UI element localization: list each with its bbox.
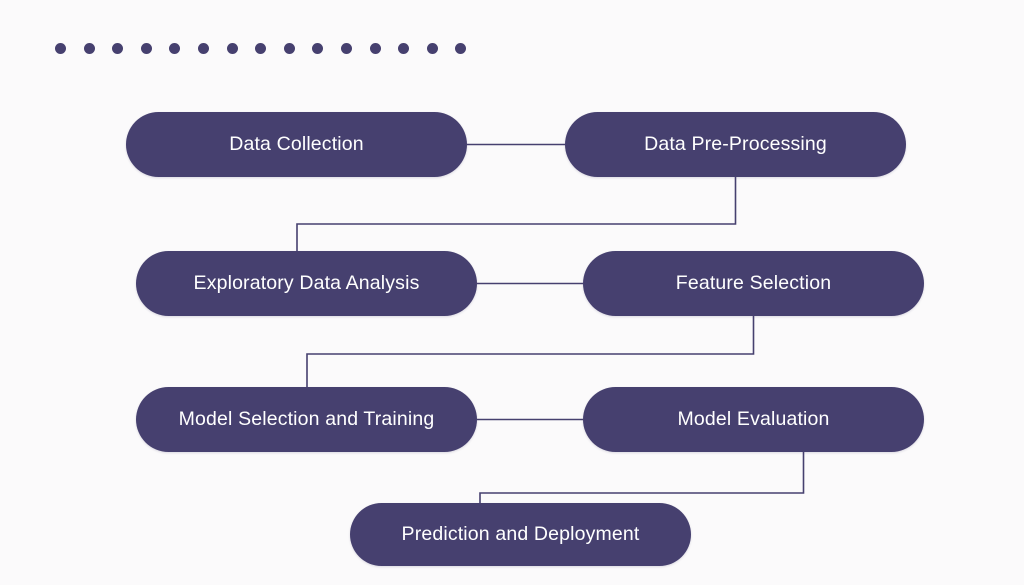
edge-data-preprocessing-to-eda: [296, 177, 737, 251]
decorative-dot: [55, 43, 66, 54]
node-label: Model Selection and Training: [178, 407, 435, 430]
decorative-dot: [369, 43, 381, 54]
node-label: Data Pre-Processing: [644, 132, 827, 155]
node-model-evaluation[interactable]: Model Evaluation: [583, 387, 924, 452]
decorative-dot: [340, 43, 352, 54]
edge-model-evaluation-to-prediction-deployment: [479, 452, 805, 503]
decorative-dot: [169, 43, 181, 54]
node-label: Model Evaluation: [677, 407, 830, 430]
node-data-preprocessing[interactable]: Data Pre-Processing: [565, 112, 906, 177]
decorative-dot: [398, 43, 410, 54]
node-model-selection-and-training[interactable]: Model Selection and Training: [136, 387, 477, 452]
decorative-dot: [140, 43, 152, 54]
node-feature-selection[interactable]: Feature Selection: [583, 251, 924, 316]
node-label: Feature Selection: [675, 271, 832, 294]
decorative-dot: [112, 43, 124, 54]
decorative-dot: [197, 43, 209, 54]
decorative-dot: [255, 43, 267, 54]
node-prediction-and-deployment[interactable]: Prediction and Deployment: [350, 503, 691, 566]
decorative-dot: [83, 43, 95, 54]
node-data-collection[interactable]: Data Collection: [126, 112, 467, 177]
edge-feature-selection-to-model-training: [306, 316, 755, 387]
decorative-dot: [226, 43, 238, 54]
decorative-dot: [426, 43, 438, 54]
decorative-dot: [455, 43, 467, 54]
node-exploratory-data-analysis[interactable]: Exploratory Data Analysis: [136, 251, 477, 316]
node-label: Exploratory Data Analysis: [193, 271, 420, 294]
node-label: Prediction and Deployment: [401, 522, 640, 545]
decorative-dot: [283, 43, 295, 54]
node-label: Data Collection: [229, 132, 364, 155]
dot-row-decoration: [55, 43, 467, 54]
decorative-dot: [312, 43, 324, 54]
